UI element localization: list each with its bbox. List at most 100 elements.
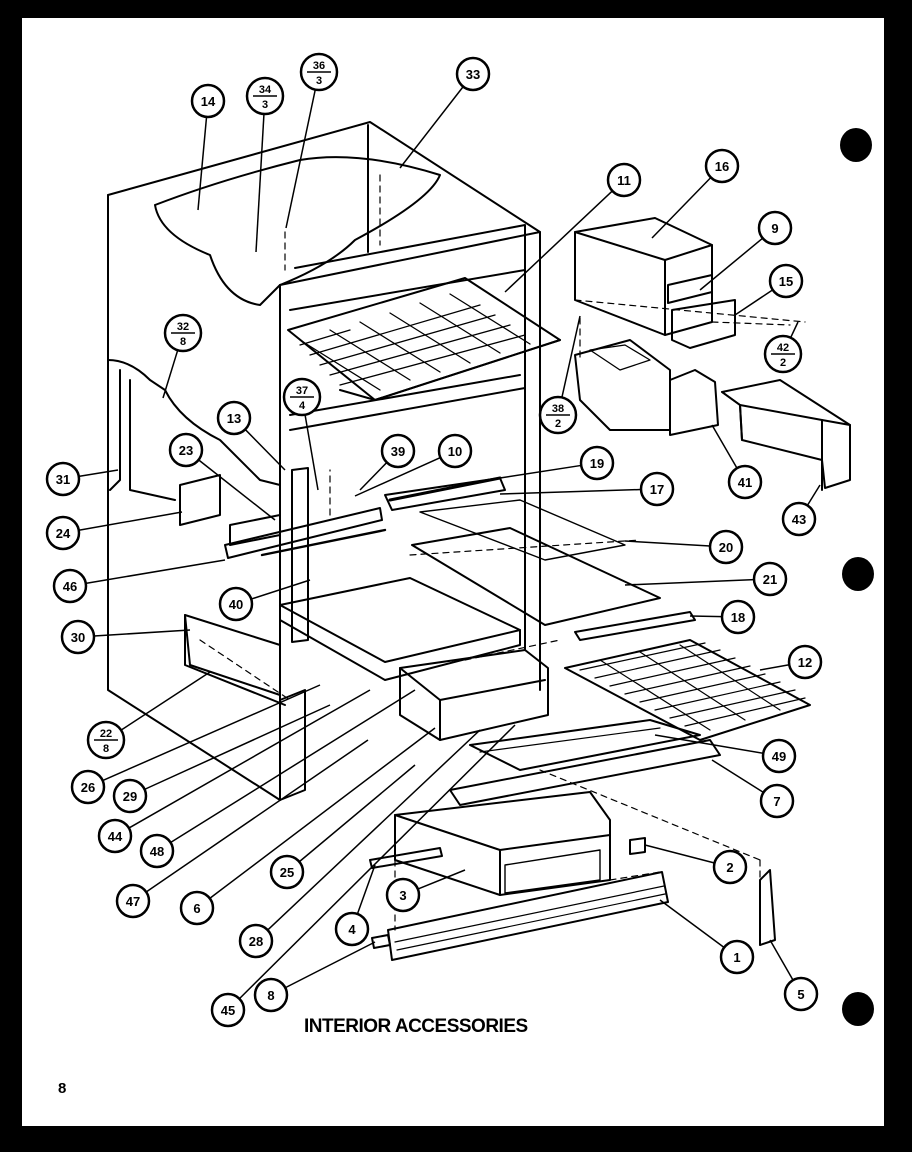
leader-line (499, 488, 642, 495)
callout-denominator: 2 (555, 418, 561, 430)
callout-label: 46 (63, 579, 77, 594)
callout-26: 26 (70, 769, 106, 805)
callout-label: 25 (280, 865, 294, 880)
binder-hole-bottom (842, 992, 874, 1026)
leader-line (759, 664, 790, 671)
callout-label: 1 (733, 950, 740, 965)
diagram-caption: INTERIOR ACCESSORIES (304, 1016, 528, 1037)
callout-label: 4 (348, 922, 356, 937)
leader-line (624, 578, 755, 586)
callout-label: 29 (123, 789, 137, 804)
leader-line (144, 704, 331, 791)
callout-23: 23 (168, 432, 204, 468)
callout-48: 48 (139, 833, 175, 869)
page-number: 8 (58, 1080, 67, 1097)
callout-7: 7 (759, 783, 795, 819)
callout-label: 9 (771, 221, 778, 236)
callout-10: 10 (437, 433, 473, 469)
leader-line (359, 461, 388, 491)
leader-line (244, 428, 286, 471)
callout-25: 25 (269, 854, 305, 890)
callout-label: 20 (719, 540, 733, 555)
callout-label: 26 (81, 780, 95, 795)
callout-label: 44 (108, 829, 123, 844)
cabinet-top-edge (107, 121, 541, 691)
callout-label: 12 (798, 655, 812, 670)
callout-label: 23 (179, 443, 193, 458)
callout-16: 16 (704, 148, 740, 184)
leader-line (356, 864, 376, 915)
callout-30: 30 (60, 619, 96, 655)
callout-numerator: 38 (552, 403, 564, 415)
callout-32: 328 (163, 313, 203, 353)
callout-label: 17 (650, 482, 664, 497)
callout-label: 40 (229, 597, 243, 612)
callout-label: 10 (448, 444, 462, 459)
callout-label: 18 (731, 610, 745, 625)
leader-line (267, 729, 481, 931)
leader-line (128, 689, 371, 829)
leader-line (651, 176, 712, 239)
leader-line (354, 456, 441, 497)
callout-label: 28 (249, 934, 263, 949)
callout-5: 5 (783, 976, 819, 1012)
leader-line (789, 321, 799, 339)
callout-label: 13 (227, 411, 241, 426)
callout-label: 21 (763, 572, 777, 587)
leader-line (644, 844, 715, 864)
callout-denominator: 3 (316, 75, 322, 87)
leader-line (198, 459, 276, 521)
callout-47: 47 (115, 883, 151, 919)
leader-line (85, 559, 226, 585)
callout-numerator: 37 (296, 385, 308, 397)
callout-label: 6 (193, 901, 200, 916)
callout-label: 49 (772, 749, 786, 764)
callout-49: 49 (761, 738, 797, 774)
leader-line (145, 739, 369, 893)
callout-label: 15 (779, 274, 793, 289)
callout-label: 43 (792, 512, 806, 527)
callout-label: 11 (617, 173, 631, 188)
callout-28: 28 (238, 923, 274, 959)
binder-hole-top (840, 128, 872, 162)
leader-line (285, 89, 317, 229)
callout-46: 46 (52, 568, 88, 604)
callout-19: 19 (579, 445, 615, 481)
leader-line (209, 727, 436, 899)
callout-numerator: 34 (259, 84, 272, 96)
leader-line (417, 869, 466, 890)
callout-11: 11 (606, 162, 642, 198)
leader-line (734, 289, 774, 316)
callout-17: 17 (639, 471, 675, 507)
callout-20: 20 (708, 529, 744, 565)
leader-line (399, 86, 464, 169)
callout-9: 9 (757, 210, 793, 246)
callout-34: 343 (245, 76, 285, 116)
callout-denominator: 3 (262, 99, 268, 111)
leader-line (170, 689, 416, 844)
callout-label: 14 (201, 94, 216, 109)
leader-line (93, 629, 191, 637)
leader-line (654, 734, 764, 755)
callout-31: 31 (45, 461, 81, 497)
callout-label: 31 (56, 472, 70, 487)
leader-line (659, 899, 725, 949)
callout-numerator: 32 (177, 321, 189, 333)
leader-line (162, 349, 179, 399)
callout-39: 39 (380, 433, 416, 469)
callout-denominator: 8 (180, 336, 186, 348)
callout-12: 12 (787, 644, 823, 680)
callout-label: 30 (71, 630, 85, 645)
leader-line (806, 484, 821, 506)
callout-label: 39 (391, 444, 405, 459)
callout-label: 2 (726, 860, 733, 875)
leader-line (120, 671, 211, 731)
callout-40: 40 (218, 586, 254, 622)
callout-4: 4 (334, 911, 370, 947)
callout-label: 5 (797, 987, 804, 1002)
leader-line (197, 116, 208, 211)
leader-line (298, 764, 416, 863)
callout-33: 33 (455, 56, 491, 92)
callout-denominator: 8 (103, 743, 109, 755)
